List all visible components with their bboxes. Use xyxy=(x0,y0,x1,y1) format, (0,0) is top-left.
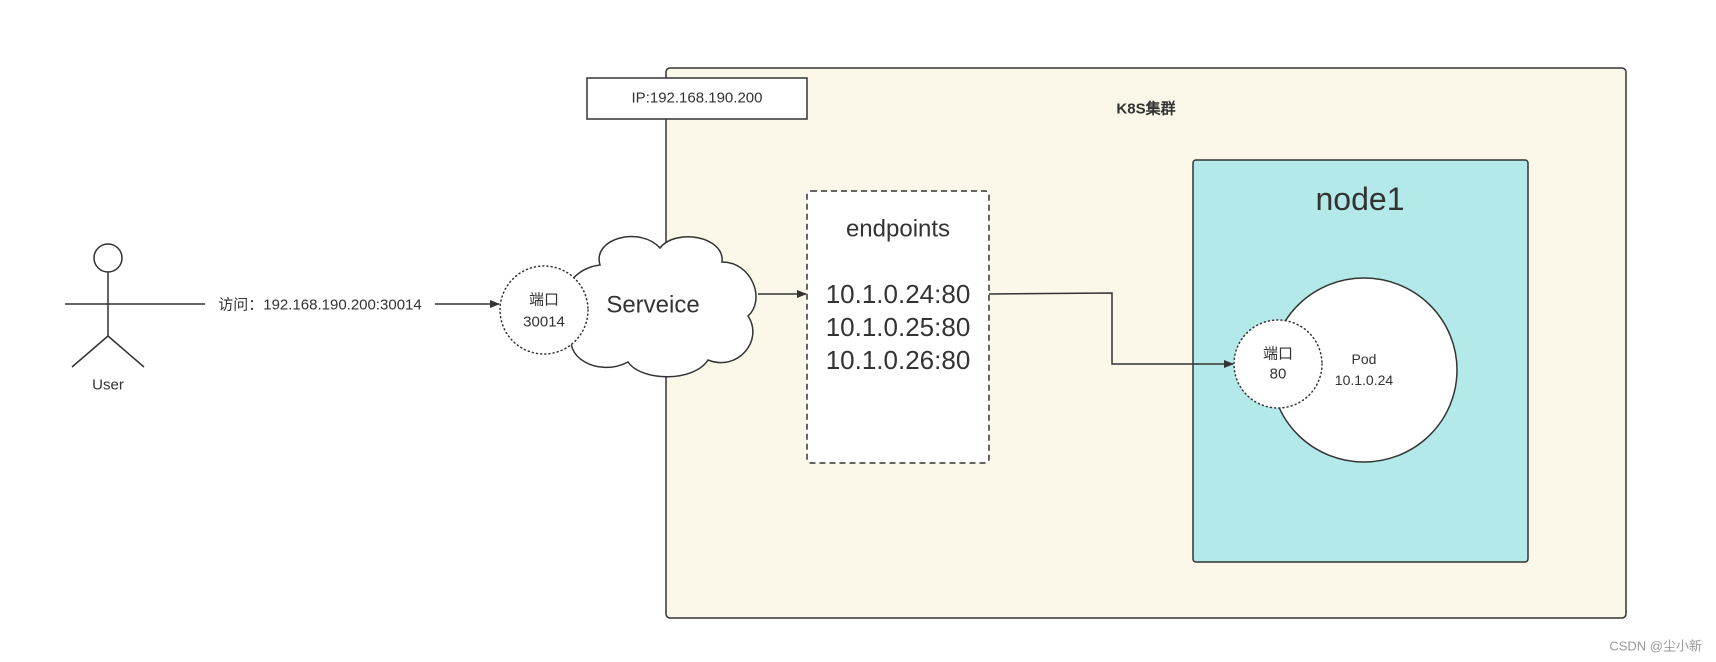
pod-ip: 10.1.0.24 xyxy=(1335,372,1394,388)
access-edge-label: 访问：192.168.190.200:30014 xyxy=(218,297,422,314)
pod-port-circle xyxy=(1233,319,1323,409)
endpoints-title: endpoints xyxy=(846,216,950,243)
user-actor-icon xyxy=(65,243,152,368)
endpoints-to-pod-port-arrow xyxy=(988,292,1234,368)
service-port-value: 30014 xyxy=(523,314,565,331)
watermark: CSDN @尘小新 xyxy=(1609,639,1702,654)
node1-title: node1 xyxy=(1316,181,1405,217)
endpoints-box xyxy=(806,190,990,464)
user-left-leg xyxy=(71,335,109,368)
endpoint-address: 10.1.0.25:80 xyxy=(826,312,971,342)
user-head xyxy=(93,243,123,273)
cluster-ip-box xyxy=(586,77,808,120)
user-right-leg xyxy=(107,335,145,368)
pod-port-title: 端口 xyxy=(1263,346,1293,363)
user-label: User xyxy=(92,377,124,394)
k8s-cluster-title: K8S集群 xyxy=(1116,100,1175,118)
endpoint-address: 10.1.0.26:80 xyxy=(826,345,971,375)
access-edge-label-bg xyxy=(205,294,435,314)
cluster-ip-label: IP:192.168.190.200 xyxy=(632,90,763,107)
service-port-title: 端口 xyxy=(529,292,559,309)
service-port-circle xyxy=(499,265,589,355)
endpoint-address: 10.1.0.24:80 xyxy=(826,279,971,309)
service-label: Serveice xyxy=(606,292,699,319)
pod-label: Pod xyxy=(1352,351,1377,367)
pod-port-value: 80 xyxy=(1270,366,1287,383)
